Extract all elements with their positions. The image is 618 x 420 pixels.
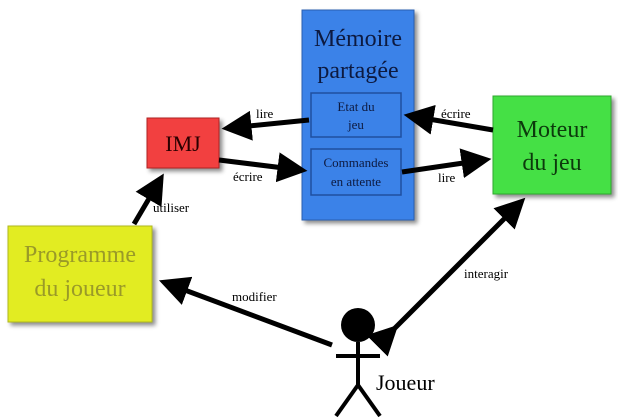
player-program-label-line1: Programme (24, 242, 136, 268)
edge-label-player-modifies-program: modifier (232, 289, 277, 304)
player-program-node: Programme du joueur (7, 225, 153, 323)
arrow-player-to-program (158, 276, 333, 348)
player-program-label-line2: du joueur (34, 276, 125, 302)
pending-commands-label-line1: Commandes (324, 155, 389, 170)
game-engine-label-line2: du jeu (522, 150, 581, 176)
arrow-engine-to-state (403, 105, 494, 135)
pending-commands-label-line2: en attente (331, 174, 381, 189)
arrow-imj-to-commands (218, 152, 308, 183)
edge-label-engine-to-state: écrire (441, 106, 471, 121)
arrow-player-engine-interact (366, 197, 526, 357)
edge-label-program-uses-imj: utiliser (153, 200, 190, 215)
game-engine-node: Moteur du jeu (492, 95, 612, 195)
arrow-state-to-imj (221, 110, 310, 141)
player-stick-figure (334, 308, 382, 418)
edge-label-state-to-imj: lire (256, 106, 274, 121)
player-left-leg (334, 383, 360, 418)
game-state-node: Etat du jeu (310, 92, 402, 138)
shared-memory-title-line1: Mémoire (314, 26, 402, 52)
arrow-commands-to-engine (401, 148, 492, 179)
edge-label-commands-to-engine: lire (438, 170, 456, 185)
shared-memory-title-line2: partagée (317, 58, 398, 84)
edge-label-player-interacts-engine: interagir (464, 266, 509, 281)
imj-node: IMJ (146, 117, 220, 169)
game-state-label-line1: Etat du (337, 99, 375, 114)
player-right-leg (356, 383, 382, 418)
game-state-label-line2: jeu (347, 117, 364, 132)
arrow-program-to-imj (131, 173, 164, 226)
player-label: Joueur (376, 370, 435, 395)
imj-label: IMJ (165, 131, 201, 156)
player-head (341, 308, 375, 342)
edge-label-imj-to-commands: écrire (233, 169, 263, 184)
game-engine-label-line1: Moteur (517, 117, 588, 143)
pending-commands-node: Commandes en attente (310, 148, 402, 196)
